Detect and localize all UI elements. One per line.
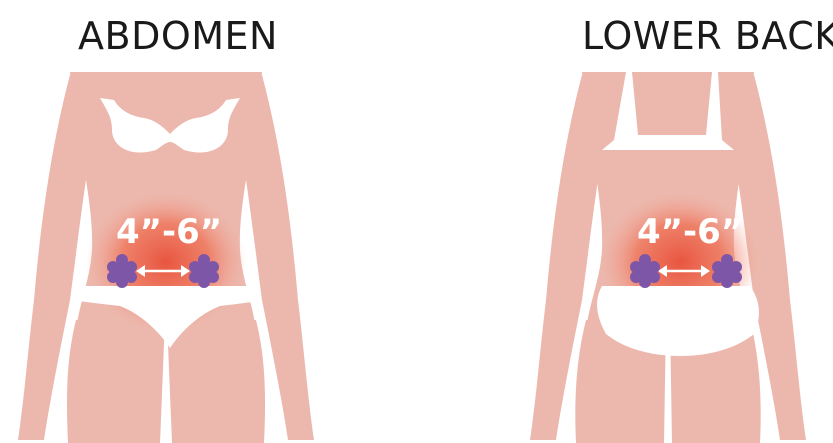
lower-back-panel: LOWER BACK 4”-6” (416, 0, 833, 443)
abdomen-title: ABDOMEN (78, 14, 278, 58)
back-body-figure (416, 0, 833, 443)
distance-label: 4”-6” (116, 212, 222, 252)
lower-back-title: LOWER BACK (582, 14, 833, 58)
abdomen-panel: ABDOMEN 4”-6” (0, 0, 416, 443)
right-leg (167, 320, 265, 443)
left-leg (67, 320, 165, 443)
distance-label: 4”-6” (637, 212, 743, 252)
